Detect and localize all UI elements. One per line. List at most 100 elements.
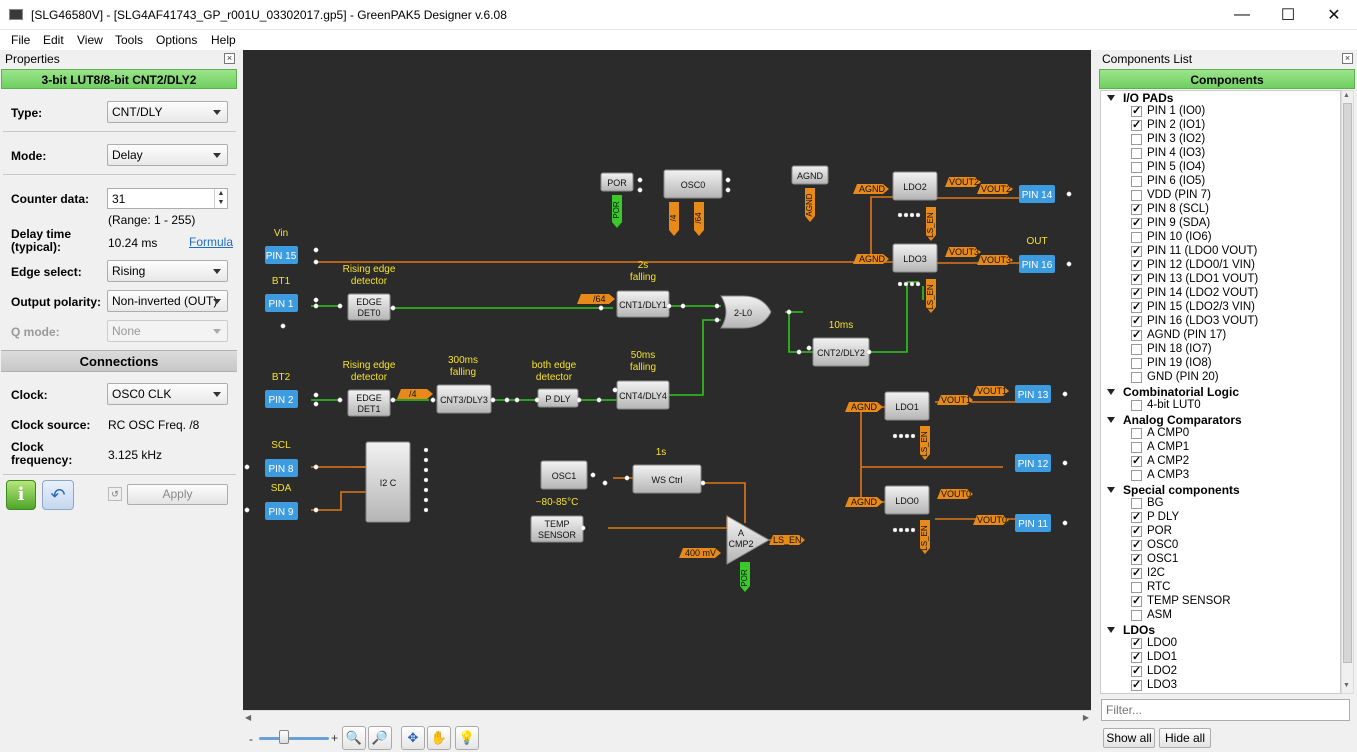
component-item[interactable]: ✓P DLY — [1131, 511, 1179, 523]
zoom-slider-track[interactable] — [259, 737, 329, 740]
component-checkbox[interactable]: ✓ — [1131, 329, 1142, 341]
component-item[interactable]: ✓OSC0 — [1131, 539, 1178, 551]
expand-triangle-icon[interactable] — [1107, 417, 1115, 423]
component-checkbox[interactable]: ✓ — [1131, 553, 1142, 565]
component-item[interactable]: ✓PIN 13 (LDO1 VOUT) — [1131, 273, 1258, 285]
component-item[interactable]: ✓LDO0 — [1131, 637, 1177, 649]
component-checkbox[interactable]: ✓ — [1131, 525, 1142, 537]
component-item[interactable]: GND (PIN 20) — [1131, 371, 1219, 383]
expand-triangle-icon[interactable] — [1107, 389, 1115, 395]
pin-14[interactable] — [1019, 185, 1055, 203]
menu-help[interactable]: Help — [211, 33, 236, 47]
pin-15[interactable] — [265, 246, 298, 264]
component-item[interactable]: ✓TEMP SENSOR — [1131, 595, 1231, 607]
close-properties-icon[interactable]: × — [224, 53, 235, 64]
component-checkbox[interactable]: ✓ — [1131, 651, 1142, 663]
scroll-left-icon[interactable]: ◀ — [245, 713, 252, 722]
zoom-in-magnifier-icon[interactable]: 🔍 — [342, 726, 366, 750]
component-checkbox[interactable]: ✓ — [1131, 301, 1142, 313]
component-item[interactable]: PIN 18 (IO7) — [1131, 343, 1212, 355]
output-polarity-select[interactable]: Non-inverted (OUT) — [107, 290, 228, 312]
zoom-in-icon[interactable]: + — [331, 731, 339, 745]
component-item[interactable]: ✓LDO3 — [1131, 679, 1177, 691]
i2c-block[interactable] — [365, 441, 411, 523]
component-checkbox[interactable] — [1131, 148, 1142, 159]
component-checkbox[interactable]: ✓ — [1131, 679, 1142, 691]
category-special-components[interactable]: Special components — [1107, 483, 1240, 497]
fit-view-icon[interactable]: ✥ — [401, 726, 425, 750]
pin-9[interactable] — [265, 502, 298, 520]
component-item[interactable]: ✓PIN 12 (LDO0/1 VIN) — [1131, 259, 1255, 271]
category-combination-function-components[interactable]: Combination Function components — [1107, 693, 1325, 694]
category-combinatorial-logic[interactable]: Combinatorial Logic — [1107, 385, 1239, 399]
scroll-right-icon[interactable]: ▶ — [1082, 713, 1089, 722]
component-checkbox[interactable] — [1131, 372, 1142, 383]
component-checkbox[interactable] — [1131, 428, 1142, 439]
component-checkbox[interactable]: ✓ — [1131, 287, 1142, 299]
maximize-button[interactable]: ☐ — [1280, 7, 1296, 24]
component-checkbox[interactable]: ✓ — [1131, 455, 1142, 467]
close-components-icon[interactable]: × — [1342, 53, 1353, 64]
cnt4-dly4-block[interactable] — [616, 380, 670, 410]
component-item[interactable]: ✓PIN 14 (LDO2 VOUT) — [1131, 287, 1258, 299]
type-select[interactable]: CNT/DLY — [107, 101, 228, 123]
component-checkbox[interactable] — [1131, 610, 1142, 621]
pin-11[interactable] — [1015, 514, 1051, 532]
category-i-o-pads[interactable]: I/O PADs — [1107, 91, 1173, 105]
pin-1[interactable] — [265, 294, 298, 312]
osc0-block[interactable] — [663, 169, 723, 199]
menu-tools[interactable]: Tools — [115, 33, 144, 47]
undo-icon[interactable]: ↶ — [42, 480, 74, 510]
component-item[interactable]: ✓POR — [1131, 525, 1172, 537]
component-item[interactable]: A CMP1 — [1131, 441, 1189, 453]
component-item[interactable]: A CMP0 — [1131, 427, 1189, 439]
component-item[interactable]: ✓OSC1 — [1131, 553, 1178, 565]
component-item[interactable]: RTC — [1131, 581, 1170, 593]
ldo2-block[interactable] — [892, 171, 938, 201]
expand-triangle-icon[interactable] — [1107, 487, 1115, 493]
menu-options[interactable]: Options — [156, 33, 198, 47]
lightbulb-icon[interactable]: 💡 — [455, 726, 479, 750]
category-ldos[interactable]: LDOs — [1107, 623, 1155, 637]
component-checkbox[interactable]: ✓ — [1131, 273, 1142, 285]
component-checkbox[interactable] — [1131, 470, 1142, 481]
reset-icon[interactable]: ↺ — [108, 487, 122, 501]
component-checkbox[interactable]: ✓ — [1131, 665, 1142, 677]
component-item[interactable]: PIN 4 (IO3) — [1131, 147, 1205, 159]
ldo3-block[interactable] — [892, 243, 938, 273]
schematic-canvas[interactable]: PIN 15 PIN 1 PIN 2 PIN 8 PIN 9 PIN 14 PI… — [243, 50, 1091, 710]
component-checkbox[interactable]: ✓ — [1131, 539, 1142, 551]
component-item[interactable]: BG — [1131, 497, 1164, 509]
formula-link[interactable]: Formula — [189, 235, 234, 249]
component-checkbox[interactable]: ✓ — [1131, 595, 1142, 607]
scroll-down-icon[interactable]: ▼ — [1343, 682, 1350, 689]
component-item[interactable]: PIN 6 (IO5) — [1131, 175, 1205, 187]
close-button[interactable]: ✕ — [1327, 7, 1341, 24]
component-item[interactable]: ✓PIN 16 (LDO3 VOUT) — [1131, 315, 1258, 327]
zoom-slider-handle[interactable] — [279, 730, 289, 744]
pin-16[interactable] — [1019, 255, 1055, 273]
component-checkbox[interactable] — [1131, 190, 1142, 201]
expand-triangle-icon[interactable] — [1107, 95, 1115, 101]
osc1-block[interactable] — [540, 460, 588, 490]
component-checkbox[interactable] — [1131, 134, 1142, 145]
menu-edit[interactable]: Edit — [43, 33, 64, 47]
edge-det1-block[interactable] — [347, 389, 391, 417]
ldo0-block[interactable] — [884, 485, 930, 515]
show-all-button[interactable]: Show all — [1103, 728, 1155, 748]
edge-det0-block[interactable] — [347, 293, 391, 321]
spin-buttons-icon[interactable]: ▲▼ — [214, 189, 227, 208]
component-item[interactable]: ✓PIN 8 (SCL) — [1131, 203, 1209, 215]
component-checkbox[interactable]: ✓ — [1131, 217, 1142, 229]
component-item[interactable]: VDD (PIN 7) — [1131, 189, 1211, 201]
scrollbar-thumb[interactable] — [1343, 103, 1352, 663]
scroll-up-icon[interactable]: ▲ — [1343, 92, 1350, 99]
component-checkbox[interactable] — [1131, 232, 1142, 243]
ws-ctrl-block[interactable] — [632, 464, 702, 494]
component-checkbox[interactable] — [1131, 344, 1142, 355]
component-item[interactable]: 4-bit LUT0 — [1131, 399, 1201, 411]
component-item[interactable]: ✓PIN 1 (IO0) — [1131, 105, 1205, 117]
filter-input[interactable] — [1101, 699, 1350, 721]
component-item[interactable]: ✓LDO2 — [1131, 665, 1177, 677]
menu-view[interactable]: View — [77, 33, 103, 47]
